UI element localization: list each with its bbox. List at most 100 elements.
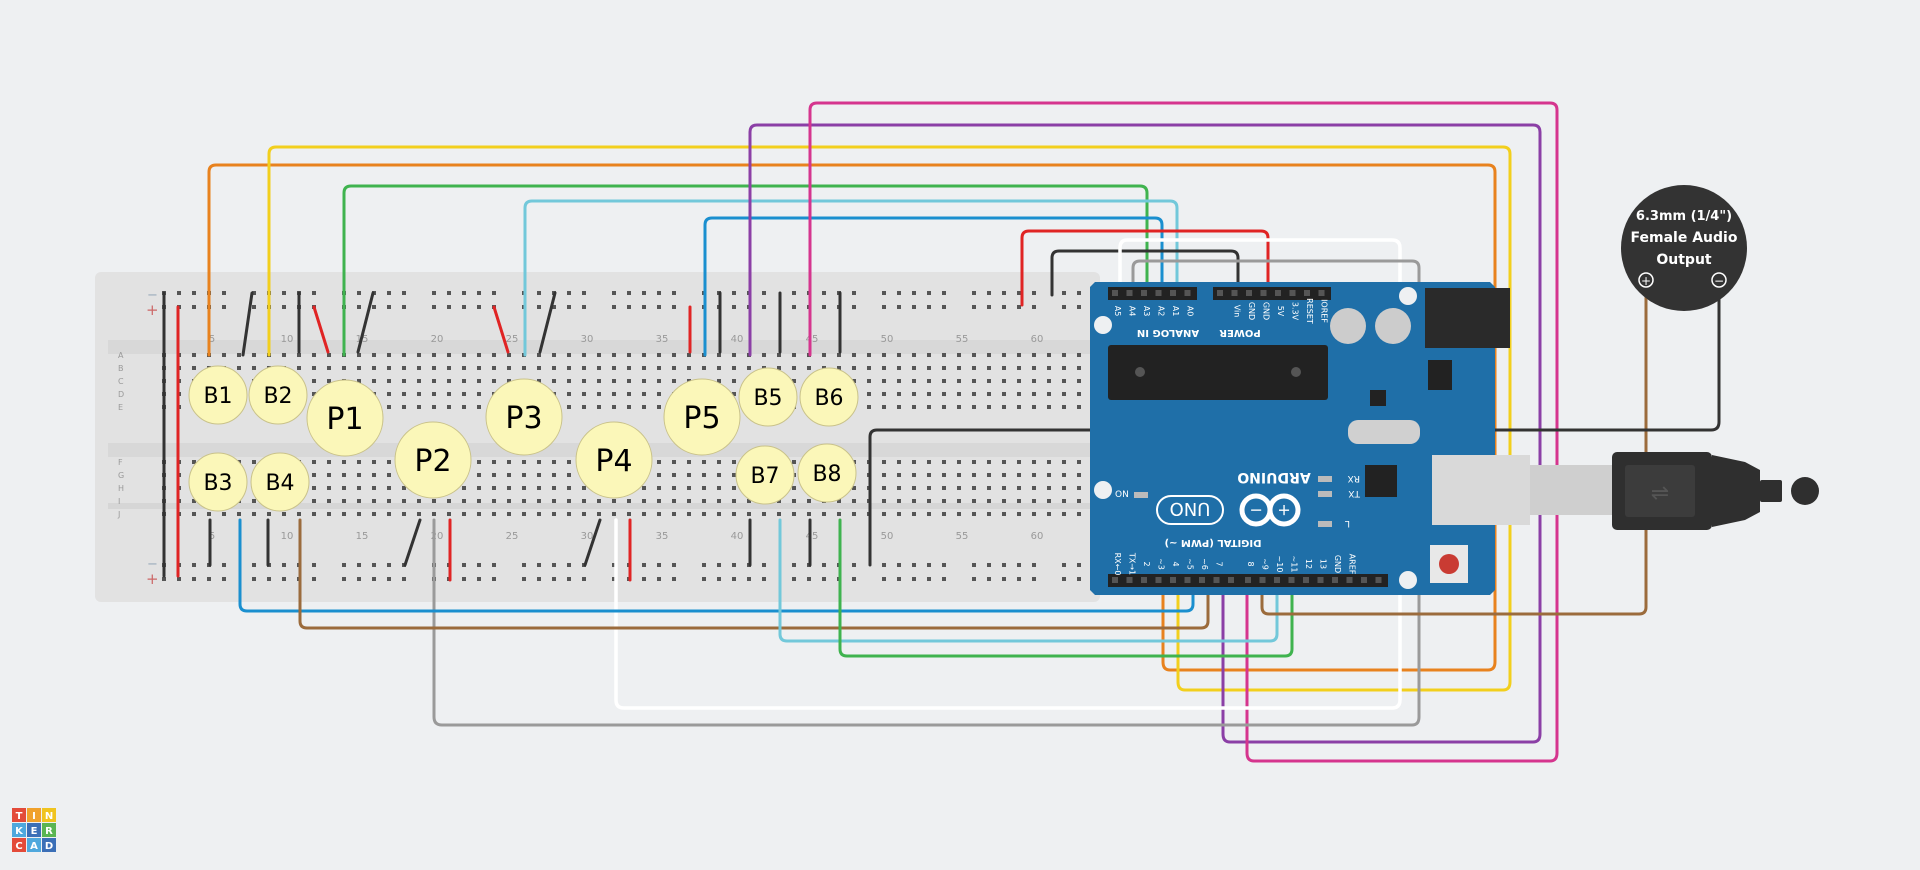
column-number-top: 20: [431, 334, 444, 345]
wire-red-power: [1020, 229, 1270, 307]
pin-label: RESET: [1305, 298, 1314, 324]
button-b5[interactable]: B5: [738, 367, 798, 427]
button-b4-label: B4: [265, 471, 294, 496]
pot-p3[interactable]: P3: [485, 378, 563, 456]
button-b2[interactable]: B2: [248, 365, 308, 425]
pin-label: A5: [1113, 306, 1122, 317]
row-letter: F: [118, 458, 123, 467]
column-number-bottom: 60: [1031, 531, 1044, 542]
logo-letter: T: [16, 811, 23, 822]
pot-p3-label: P3: [505, 401, 542, 436]
button-b1[interactable]: B1: [188, 365, 248, 425]
button-b6-label: B6: [814, 386, 843, 411]
rail-plus-bottom: +: [146, 570, 159, 588]
row-letter: A: [118, 351, 124, 360]
pin-label: 13: [1319, 559, 1328, 569]
pin-label: 5V: [1276, 306, 1285, 317]
pot-p1[interactable]: P1: [306, 379, 384, 457]
column-number-bottom: 20: [431, 531, 444, 542]
led-rx-label: RX: [1348, 473, 1360, 483]
logo-letter: D: [45, 841, 53, 852]
led-tx-label: TX: [1348, 488, 1361, 498]
jack-label-line1: 6.3mm (1/4"): [1636, 209, 1732, 224]
pot-p5[interactable]: P5: [663, 378, 741, 456]
wire-black-power: [1050, 249, 1240, 297]
wire-green: [342, 184, 1149, 357]
jack-label-line3: Output: [1656, 252, 1712, 268]
wire-blue-top: [703, 216, 1164, 357]
column-number-top: 35: [656, 334, 669, 345]
button-b3[interactable]: B3: [188, 452, 248, 512]
pin-label: A3: [1142, 306, 1151, 317]
usb-icon: ⇌: [1651, 481, 1669, 506]
pin-label: IOREF: [1320, 299, 1329, 323]
logo-letter: K: [15, 826, 24, 837]
pin-label: ~11: [1290, 556, 1299, 573]
button-b6[interactable]: B6: [799, 367, 859, 427]
short-jumpers: [162, 291, 842, 582]
svg-text:−: −: [1249, 501, 1262, 520]
pin-label: ~10: [1275, 556, 1284, 573]
rail-minus-bottom: −: [147, 557, 158, 572]
column-number-top: 25: [506, 334, 519, 345]
row-letter: E: [118, 403, 123, 412]
button-b8[interactable]: B8: [797, 443, 857, 503]
button-b4[interactable]: B4: [250, 452, 310, 512]
pin-label: RX←0: [1113, 553, 1122, 576]
column-number-bottom: 30: [581, 531, 594, 542]
logo-letter: N: [45, 811, 53, 822]
pot-p2-label: P2: [414, 444, 451, 479]
row-letter: G: [118, 471, 124, 480]
column-number-bottom: 15: [356, 531, 369, 542]
pot-p4-label: P4: [595, 444, 632, 479]
button-b8-label: B8: [812, 462, 841, 487]
column-number-top: 5: [209, 334, 215, 345]
power-label: POWER: [1219, 327, 1261, 338]
logo-letter: C: [15, 841, 22, 852]
pin-label: 7: [1215, 561, 1224, 566]
pin-label: Vin: [1233, 305, 1242, 318]
pot-p2[interactable]: P2: [394, 421, 472, 499]
rail-plus-top: +: [146, 301, 159, 319]
pin-label: A2: [1157, 306, 1166, 317]
pin-label: 4: [1171, 561, 1180, 566]
row-letter: H: [118, 484, 124, 493]
pot-group: P1 P2 P3 P4 P5: [306, 378, 741, 499]
wire-purple: [748, 123, 1542, 744]
row-letter: D: [118, 390, 124, 399]
button-b1-label: B1: [203, 384, 232, 409]
button-b7[interactable]: B7: [735, 445, 795, 505]
pin-label: 12: [1304, 559, 1313, 569]
column-number-top: 10: [281, 334, 294, 345]
rail-minus-top: −: [147, 288, 158, 303]
pin-label: 2: [1142, 561, 1151, 566]
arduino-model: UNO: [1170, 498, 1211, 519]
column-number-bottom: 45: [806, 531, 819, 542]
pin-label: ~5: [1186, 558, 1195, 570]
column-number-bottom: 40: [731, 531, 744, 542]
pin-label: 3.3V: [1291, 302, 1300, 321]
pot-p4[interactable]: P4: [575, 421, 653, 499]
column-number-bottom: 35: [656, 531, 669, 542]
arduino-brand: ARDUINO: [1237, 469, 1311, 485]
button-b3-label: B3: [203, 471, 232, 496]
row-letter: B: [118, 364, 124, 373]
column-number-bottom: 55: [956, 531, 969, 542]
column-number-bottom: 50: [881, 531, 894, 542]
audio-jack[interactable]: 6.3mm (1/4") Female Audio Output + −: [1621, 185, 1747, 320]
pin-label: GND: [1333, 555, 1342, 573]
column-number-top: 45: [806, 334, 819, 345]
led-on-label: ON: [1115, 490, 1129, 500]
pin-label: ~6: [1200, 558, 1209, 570]
pin-label: ~3: [1157, 558, 1166, 570]
wire-yellow: [267, 145, 1512, 692]
column-number-bottom: 25: [506, 531, 519, 542]
pin-label: AREF: [1348, 554, 1357, 575]
pin-label: ~9: [1261, 558, 1270, 570]
column-number-top: 55: [956, 334, 969, 345]
